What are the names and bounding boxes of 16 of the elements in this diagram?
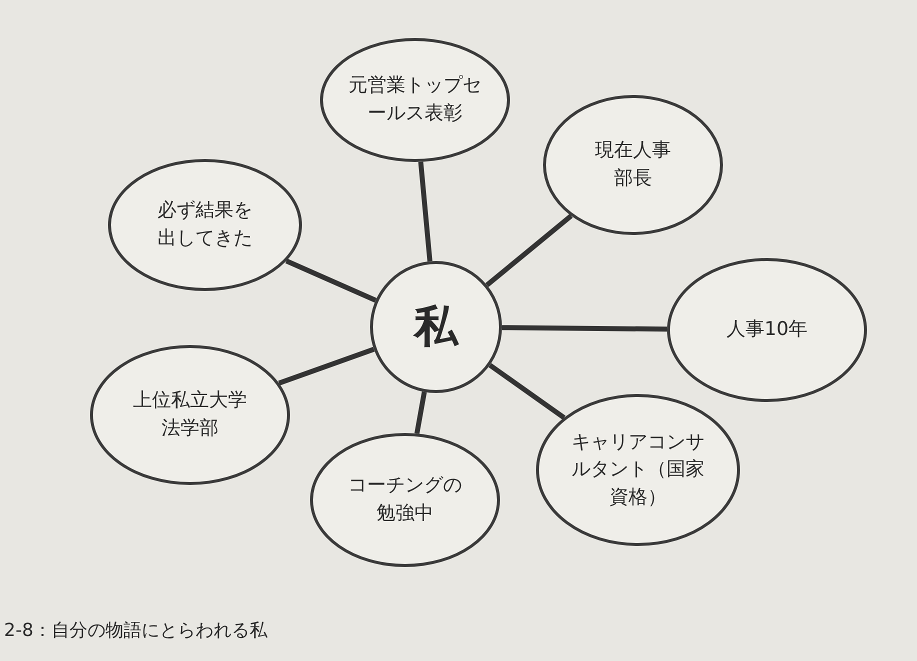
- figure-caption: 2-8：自分の物語にとらわれる私: [4, 619, 268, 642]
- connector-line: [285, 258, 377, 303]
- node-text: 必ず結果を出してきた: [156, 198, 254, 251]
- center-label: 私: [412, 300, 460, 354]
- node-text: 上位私立大学法学部: [132, 388, 248, 441]
- connector-line: [488, 363, 566, 420]
- node-text: 元営業トップセールス表彰: [347, 73, 482, 126]
- node-text: 現在人事部長: [594, 138, 672, 191]
- connector-line: [414, 392, 427, 434]
- connector-line: [502, 325, 668, 332]
- connector-line: [418, 162, 432, 262]
- node-text: キャリアコンサルタント（国家資格）: [570, 430, 706, 510]
- node-text: 人事10年: [725, 317, 809, 342]
- connector-line: [278, 346, 375, 386]
- node-text: コーチングの勉強中: [346, 473, 463, 526]
- connector-line: [485, 214, 573, 288]
